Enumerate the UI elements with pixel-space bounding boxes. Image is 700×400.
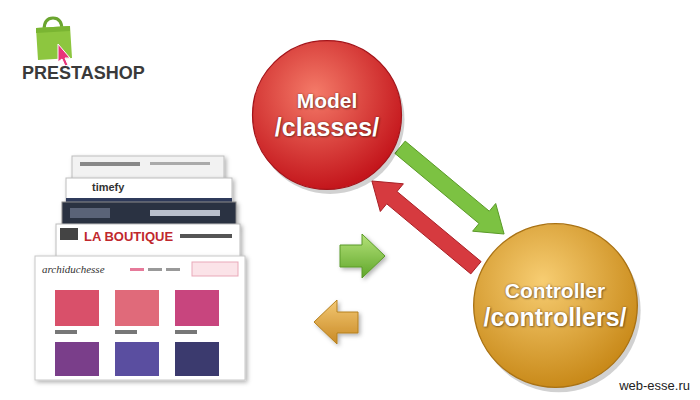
view-arrow [314, 300, 358, 344]
view-arrow [340, 234, 385, 278]
node-title: Controller [505, 279, 605, 303]
logo-bag [36, 18, 72, 66]
mvc-circle: Controller/controllers/ [472, 222, 639, 389]
circle-fill [473, 223, 637, 387]
circle-fill [253, 41, 402, 190]
screenshot-text: LA BOUTIQUE [84, 230, 173, 244]
screenshot-text: archiduchesse [42, 263, 105, 275]
watermark: web-esse.ru [619, 379, 690, 393]
screenshot-text: timefy [92, 181, 124, 193]
logo-text: PRESTASHOP [22, 64, 145, 84]
node-title: Model [297, 89, 358, 113]
block-arrow [395, 141, 504, 234]
mvc-circle: Model/classes/ [251, 39, 403, 191]
node-path: /controllers/ [483, 303, 626, 332]
screenshot-stack [35, 156, 245, 380]
node-path: /classes/ [275, 113, 379, 142]
